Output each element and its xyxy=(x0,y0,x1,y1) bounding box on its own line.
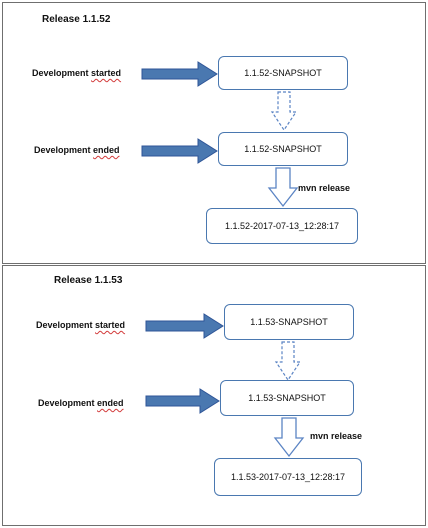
snapshot-box-2b: 1.1.53-SNAPSHOT xyxy=(220,380,354,416)
development-word: Development xyxy=(38,398,95,408)
continue-dashed-arrow-1 xyxy=(270,91,298,132)
started-word: started xyxy=(95,320,126,330)
release-version-box-2: 1.1.53-2017-07-13_12:28:17 xyxy=(214,458,362,496)
development-ended-label-1: Development ended xyxy=(34,145,120,155)
development-ended-label-2: Development ended xyxy=(38,398,124,408)
development-word: Development xyxy=(34,145,91,155)
development-started-label-2: Development started xyxy=(36,320,125,330)
mvn-release-label-1: mvn release xyxy=(298,183,351,193)
snapshot-box-1a: 1.1.52-SNAPSHOT xyxy=(218,56,348,90)
continue-dashed-arrow-2 xyxy=(274,341,302,382)
mvn-release-arrow-2 xyxy=(273,417,305,458)
started-arrow-2 xyxy=(145,313,224,339)
snapshot-box-2a: 1.1.53-SNAPSHOT xyxy=(224,304,354,340)
development-started-label-1: Development started xyxy=(32,68,121,78)
release-version-box-1: 1.1.52-2017-07-13_12:28:17 xyxy=(206,208,358,244)
snapshot-box-1b: 1.1.52-SNAPSHOT xyxy=(218,132,348,166)
release-title-1: Release 1.1.52 xyxy=(42,14,111,25)
started-word: started xyxy=(91,68,122,78)
mvn-release-label-2: mvn release xyxy=(310,431,363,441)
ended-arrow-1 xyxy=(141,138,218,164)
development-word: Development xyxy=(36,320,93,330)
release-title-2: Release 1.1.53 xyxy=(54,275,123,286)
ended-word: ended xyxy=(93,145,120,155)
development-word: Development xyxy=(32,68,89,78)
mvn-release-arrow-1 xyxy=(267,167,299,208)
started-arrow-1 xyxy=(141,61,218,87)
ended-arrow-2 xyxy=(145,388,220,414)
ended-word: ended xyxy=(97,398,124,408)
